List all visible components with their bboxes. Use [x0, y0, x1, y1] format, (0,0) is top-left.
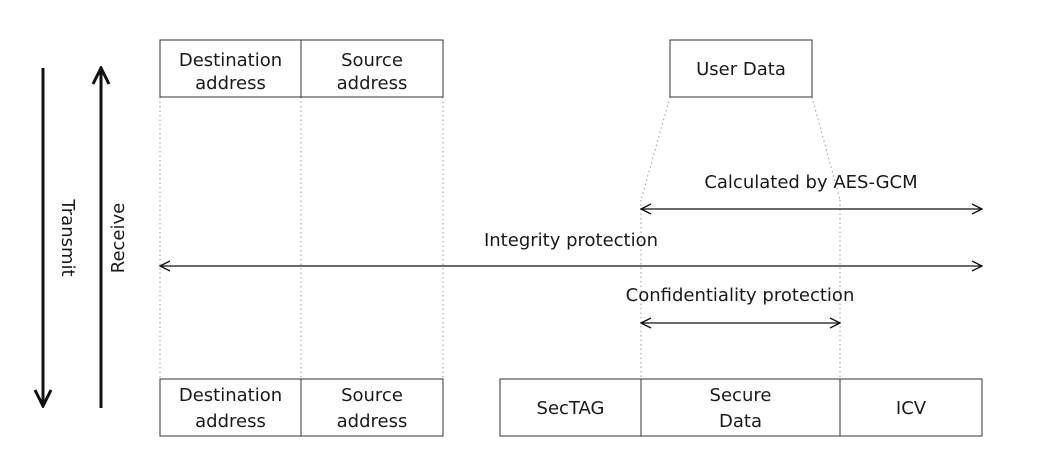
secure-data-line1: Secure: [710, 385, 772, 406]
receive-label: Receive: [108, 203, 129, 273]
bottom-destination-line2: address: [195, 411, 266, 432]
aes-gcm-label: Calculated by AES-GCM: [704, 172, 917, 193]
transmit-label: Transmit: [57, 198, 78, 276]
bottom-source-line1: Source: [341, 385, 403, 406]
top-source-line2: address: [337, 73, 408, 94]
secure-data-line2: Data: [719, 411, 762, 432]
original-frame: Destination address Source address User …: [159, 39, 813, 98]
span-integrity: Integrity protection: [160, 230, 982, 266]
confidentiality-label: Confidentiality protection: [626, 285, 855, 306]
direction-indicators: Transmit Receive: [43, 68, 129, 408]
bottom-source-line2: address: [337, 411, 408, 432]
integrity-label: Integrity protection: [484, 230, 658, 251]
span-aes-gcm: Calculated by AES-GCM: [641, 172, 982, 209]
span-confidentiality: Confidentiality protection: [626, 285, 855, 323]
bottom-destination-line1: Destination: [179, 385, 282, 406]
top-source-line1: Source: [341, 50, 403, 71]
bottom-destination-address-box: [159, 378, 302, 437]
bottom-source-address-box: [300, 378, 444, 437]
secure-data-box: [640, 378, 841, 437]
user-data-label: User Data: [696, 59, 786, 80]
icv-box: [839, 378, 983, 437]
sectag-box: [499, 378, 642, 437]
icv-label: ICV: [896, 398, 927, 419]
top-source-address-box: [300, 39, 444, 98]
guide-lines: [159, 96, 841, 379]
user-data-box: [669, 39, 813, 98]
macsec-frame: Destination address Source address SecTA…: [159, 378, 983, 437]
guide-line-userdata-left: [640, 96, 671, 201]
top-destination-line1: Destination: [179, 50, 282, 71]
top-destination-line2: address: [195, 73, 266, 94]
sectag-label: SecTAG: [537, 398, 605, 419]
